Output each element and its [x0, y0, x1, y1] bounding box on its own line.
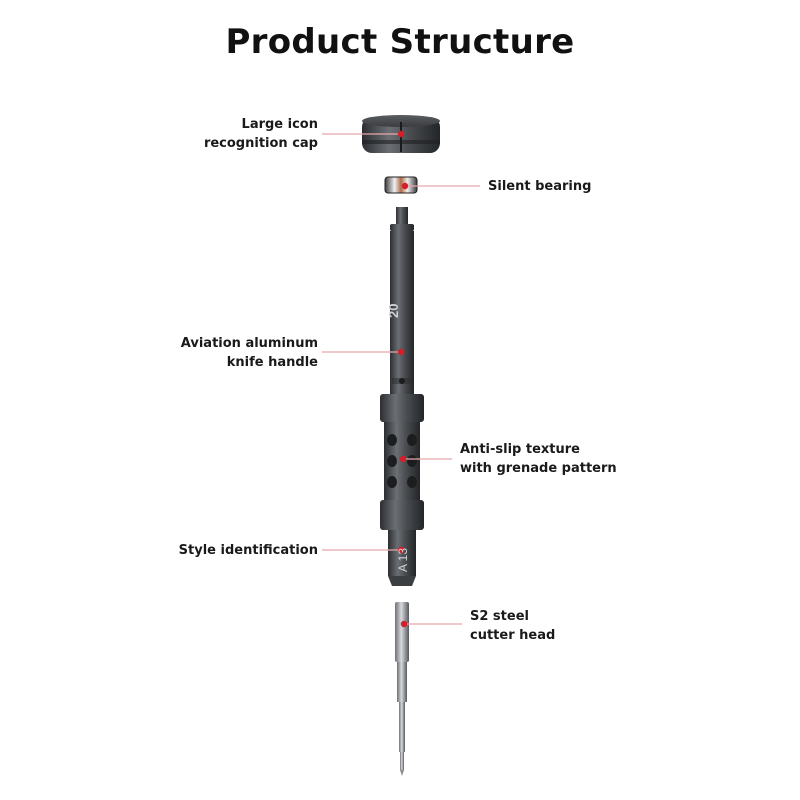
style-section — [388, 530, 416, 586]
label-handle: Aviation aluminum knife handle — [180, 336, 318, 370]
style-code-marking: A 13 — [396, 548, 410, 572]
label-style: Style identification — [178, 543, 318, 558]
label-head: S2 steel cutter head — [470, 609, 556, 643]
label-texture: Anti-slip texture with grenade pattern — [460, 442, 617, 476]
cutter-head — [395, 602, 409, 776]
label-bearing: Silent bearing — [488, 179, 592, 194]
callout-dots — [397, 130, 409, 628]
label-cap: Large icon recognition cap — [203, 117, 318, 151]
page-title: Product Structure — [225, 22, 575, 62]
size-marking: 20 — [386, 304, 401, 318]
leader-lines — [322, 133, 480, 625]
knife-handle — [390, 207, 414, 396]
silent-bearing — [384, 176, 418, 194]
anti-slip-grip — [380, 394, 424, 530]
